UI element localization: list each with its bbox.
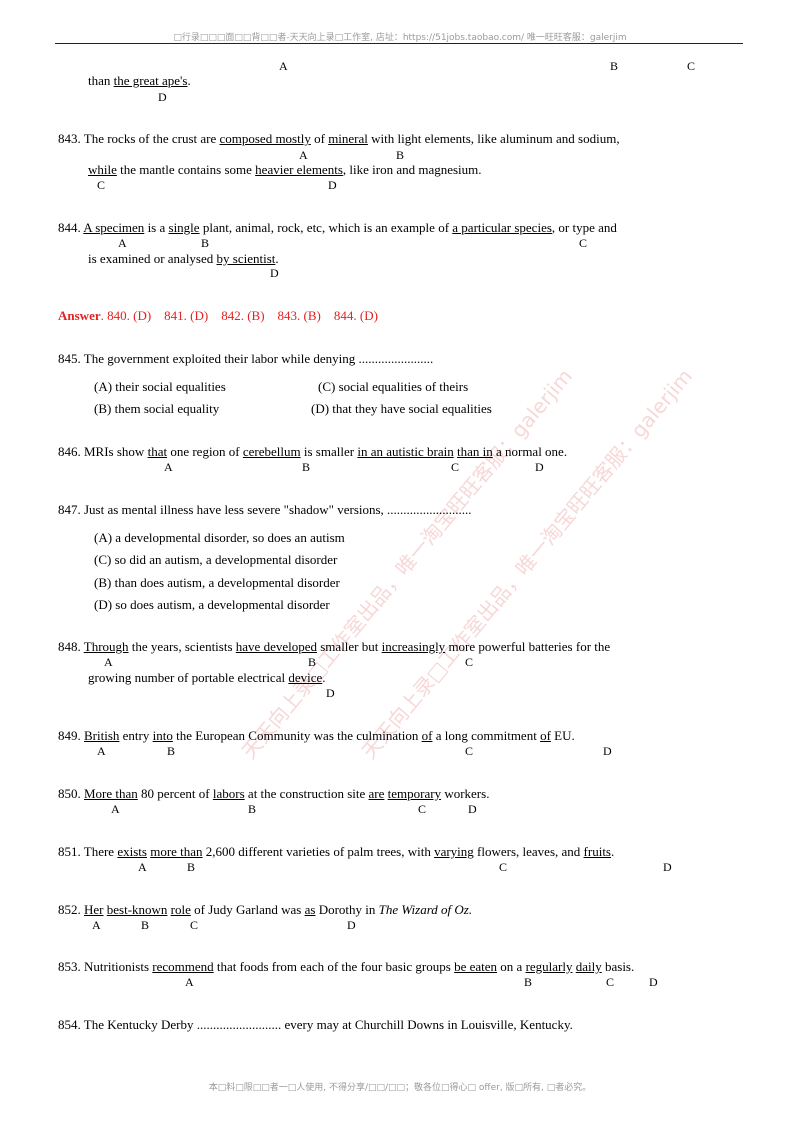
option-letter: D	[328, 178, 337, 192]
answer-option[interactable]: (C) so did an autism, a developmental di…	[94, 552, 338, 567]
header-rule	[55, 43, 743, 44]
question-text: 850. More than 80 percent of labors at t…	[58, 786, 490, 801]
option-letter: B	[396, 148, 405, 162]
question-text: growing number of portable electrical de…	[88, 670, 326, 685]
option-letter: B	[187, 860, 196, 874]
option-letter: C	[606, 975, 615, 989]
option-letter: C	[465, 655, 474, 669]
option-letter: A	[97, 744, 106, 758]
answer-option[interactable]: (B) them social equality	[94, 401, 220, 416]
question-text: 843. The rocks of the crust are composed…	[58, 131, 620, 146]
option-letter: B	[610, 59, 619, 73]
option-letter: B	[308, 655, 317, 669]
option-letter: A	[279, 59, 288, 73]
option-letter: D	[603, 744, 612, 758]
answer-option[interactable]: (B) than does autism, a developmental di…	[94, 575, 340, 590]
option-letter: C	[687, 59, 696, 73]
option-letter: A	[138, 860, 147, 874]
option-letter: C	[190, 918, 199, 932]
option-letter: D	[158, 90, 167, 104]
page-footer: 本□料□限□□者一□人使用, 不得分享/□□/□□；敬各位□得心□ offer,…	[208, 1083, 592, 1093]
answer-option[interactable]: (C) social equalities of theirs	[318, 379, 469, 394]
option-letter: A	[164, 460, 173, 474]
option-letter: B	[524, 975, 533, 989]
option-letter: C	[465, 744, 474, 758]
option-letter: B	[167, 744, 176, 758]
question-text: 844. A specimen is a single plant, anima…	[58, 220, 617, 235]
option-letter: D	[535, 460, 544, 474]
option-letter: A	[185, 975, 194, 989]
question-text: 853. Nutritionists recommend that foods …	[58, 959, 635, 974]
answer-option[interactable]: (D) so does autism, a developmental diso…	[94, 597, 330, 612]
option-letter: C	[451, 460, 460, 474]
option-letter: C	[579, 236, 588, 250]
option-letter: D	[270, 266, 279, 280]
option-letter: A	[104, 655, 113, 669]
option-letter: D	[663, 860, 672, 874]
option-letter: C	[418, 802, 427, 816]
answer-option[interactable]: (A) a developmental disorder, so does an…	[94, 530, 345, 545]
question-text: 847. Just as mental illness have less se…	[58, 502, 472, 517]
option-letter: D	[326, 686, 335, 700]
question-text: 846. MRIs show that one region of cerebe…	[58, 444, 568, 459]
question-text: 848. Through the years, scientists have …	[58, 639, 611, 654]
question-text: 854. The Kentucky Derby ................…	[58, 1017, 573, 1032]
option-letter: D	[649, 975, 658, 989]
option-letter: D	[347, 918, 356, 932]
option-letter: C	[499, 860, 508, 874]
question-text: 851. There exists more than 2,600 differ…	[58, 844, 615, 859]
answer-key: Answer. 840. (D) 841. (D) 842. (B) 843. …	[58, 308, 378, 323]
page-header: □行录□□□面□□背□□者-天天向上录□工作室, 店址：https://51jo…	[173, 33, 627, 43]
question-text: than the great ape's.	[88, 73, 191, 88]
option-letter: C	[97, 178, 106, 192]
option-letter: B	[302, 460, 311, 474]
question-text: 852. Her best-known role of Judy Garland…	[58, 902, 473, 917]
option-letter: A	[111, 802, 120, 816]
option-letter: B	[141, 918, 150, 932]
option-letter: B	[201, 236, 210, 250]
option-letter: A	[118, 236, 127, 250]
question-text: 845. The government exploited their labo…	[58, 351, 434, 366]
option-letter: A	[92, 918, 101, 932]
watermark-line: 天天向上录□工作室出品，唯一淘宝旺旺客服：galerjim	[356, 364, 698, 764]
option-letter: A	[299, 148, 308, 162]
question-text: while the mantle contains some heavier e…	[88, 162, 482, 177]
option-letter: D	[468, 802, 477, 816]
answer-option[interactable]: (A) their social equalities	[94, 379, 226, 394]
answer-option[interactable]: (D) that they have social equalities	[311, 401, 492, 416]
option-letter: B	[248, 802, 257, 816]
question-text: is examined or analysed by scientist.	[88, 251, 279, 266]
question-text: 849. British entry into the European Com…	[58, 728, 575, 743]
